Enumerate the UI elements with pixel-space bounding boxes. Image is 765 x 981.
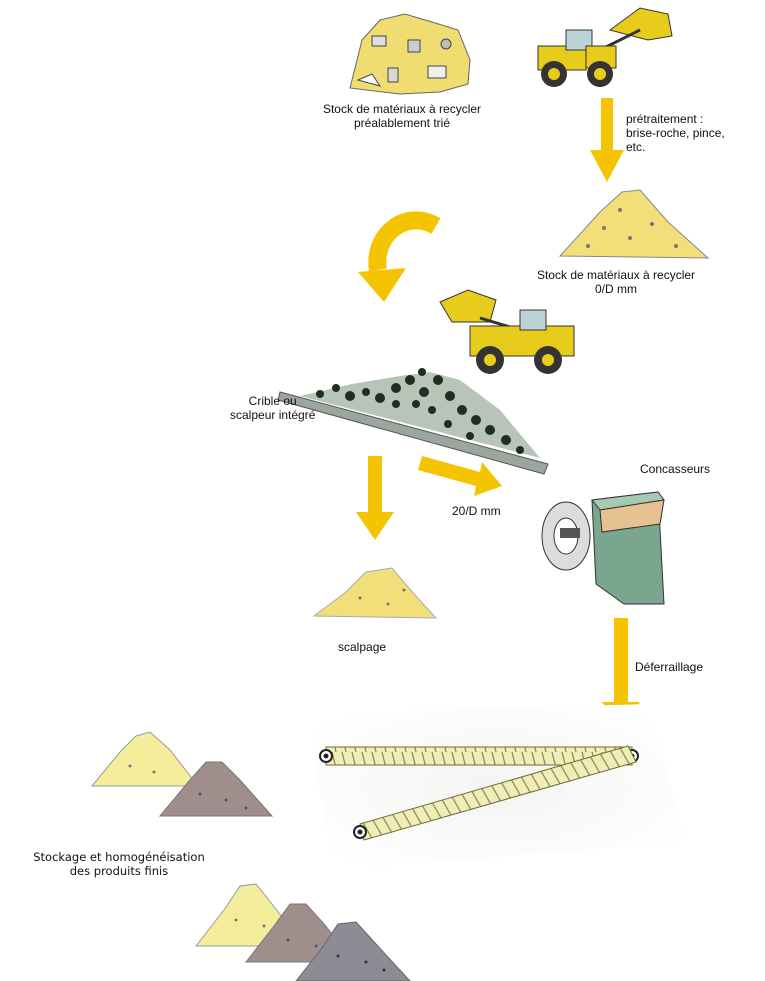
pretreatment-line2: brise-roche, pince, [626, 126, 725, 140]
conveyor-belt-icon [353, 745, 637, 841]
stock-sorted-line2: préalablement trié [353, 116, 451, 130]
scalping-label: scalpage [338, 640, 387, 654]
crushers-label: Concasseurs [640, 462, 711, 476]
screen-line2: scalpeur intégré [230, 408, 316, 422]
stock-0d-line2: 0/D mm [595, 282, 637, 296]
storage-line1: Stockage et homogénéisation [33, 850, 205, 864]
pretreatment-arrow [590, 98, 624, 182]
material-pile-icon [312, 567, 438, 619]
screen-label: Crible ou scalpeur intégré [230, 394, 315, 422]
stock-sorted-line1: Stock de matériaux à recycler [322, 102, 482, 116]
stock-sorted-label: Stock de matériaux à recycler préalablem… [312, 102, 492, 130]
storage-line2: des produits finis [69, 864, 169, 878]
screen-line1: Crible ou [248, 394, 297, 408]
pretreatment-label: prétraitement : brise-roche, pince, etc. [626, 112, 725, 154]
material-pile-icon [295, 921, 411, 981]
curved-arrow-icon [358, 211, 441, 302]
stock-0d-label: Stock de matériaux à recycler 0/D mm [506, 268, 726, 296]
jaw-crusher-icon [541, 491, 665, 605]
pretreatment-line1: prétraitement : [626, 112, 704, 126]
wheel-loader-icon [537, 7, 673, 87]
material-pile-icon [558, 189, 710, 259]
storage-label: Stockage et homogénéisation des produits… [4, 850, 234, 878]
crusher-feed-arrow [418, 456, 502, 496]
scalping-arrow [356, 456, 394, 540]
material-pile-icon [90, 731, 200, 787]
vibrating-screen-icon [277, 368, 549, 475]
iron-removal-label: Déferraillage [635, 660, 704, 674]
rubble-pile-icon [349, 13, 471, 95]
pretreatment-line3: etc. [626, 140, 646, 154]
stock-0d-line1: Stock de matériaux à recycler [536, 268, 696, 282]
material-pile-icon [158, 761, 274, 817]
fraction-20d-label: 20/D mm [452, 504, 501, 518]
wheel-loader-icon [439, 289, 575, 374]
